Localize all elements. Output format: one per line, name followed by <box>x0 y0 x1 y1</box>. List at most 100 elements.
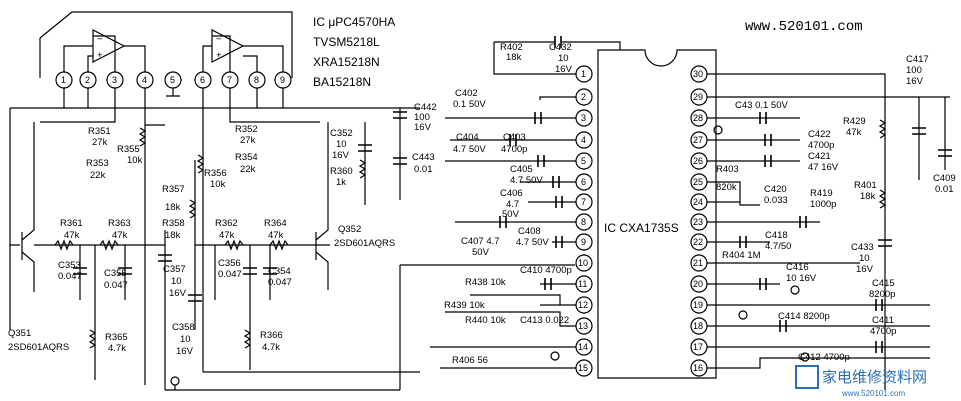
left-capacitors <box>73 111 407 302</box>
label-r354: R354 <box>235 152 258 163</box>
ground-terminal-icon <box>170 376 180 386</box>
resistor-r363 <box>99 239 119 251</box>
svg-text:−: − <box>97 34 103 45</box>
test-point-icon <box>738 310 748 320</box>
capacitor-c356 <box>243 267 257 275</box>
label-c415-value: 8200p <box>869 289 895 300</box>
label-r419-value: 1000p <box>810 199 836 210</box>
label-r402: R402 <box>500 42 523 53</box>
label-c415: C415 <box>872 278 895 289</box>
label-r361-value: 47k <box>64 230 80 241</box>
ic2-pin-label: 7 <box>581 197 586 207</box>
label-c432: C432 <box>549 42 572 53</box>
ic2-left-wiring <box>430 36 621 369</box>
ic2-pin-label: 10 <box>578 258 588 268</box>
label-r357-value: 18k <box>165 202 181 213</box>
label-c358: C358 <box>172 322 195 333</box>
capacitor-c353 <box>73 267 87 275</box>
label-q351: Q351 <box>8 328 31 339</box>
label-r362: R362 <box>215 218 238 229</box>
left-section-wiring <box>9 88 575 391</box>
label-r403-value: 820k <box>716 182 737 193</box>
label-q351-part: 2SD601AQRS <box>8 342 69 353</box>
label-c352-value: 10 <box>336 139 347 150</box>
label-c416: C416 <box>786 262 809 273</box>
label-r401-value: 18k <box>860 191 876 202</box>
label-c418-value: 4.7/50 <box>765 241 791 252</box>
label-c404: C404 <box>456 132 479 143</box>
label-c402-value: 0.1 50V <box>453 99 486 110</box>
left-resistors <box>54 127 367 349</box>
test-point-icon <box>800 352 810 362</box>
label-r355: R355 <box>117 144 140 155</box>
label-c422-value: 4700p <box>808 140 834 151</box>
capacitor-c442 <box>393 111 407 119</box>
ic2-title: IC CXA1735S <box>604 221 679 235</box>
label-r356-value: 10k <box>210 179 226 190</box>
ic1-pin-label: 4 <box>142 75 147 85</box>
label-r440: R440 10k <box>465 315 506 326</box>
capacitor-c352 <box>358 144 372 152</box>
label-c406: C406 <box>500 188 523 199</box>
ic1-pin-label: 7 <box>227 75 232 85</box>
ic2-pin-label: 30 <box>693 69 703 79</box>
label-r404: R404 1M <box>722 250 761 261</box>
label-c432-voltage: 16V <box>555 64 573 75</box>
label-c418: C418 <box>765 230 788 241</box>
ic1-pin-label: 8 <box>254 75 259 85</box>
label-r361: R361 <box>60 218 83 229</box>
label-r429-value: 47k <box>846 127 862 138</box>
capacitor-c355 <box>118 267 132 275</box>
label-c433-voltage: 16V <box>856 264 874 275</box>
resistor-r356 <box>196 154 205 174</box>
ic2-pin-label: 19 <box>693 300 703 310</box>
ic2-pin-label: 21 <box>693 258 703 268</box>
label-c412: C412 4700p <box>798 352 850 363</box>
ic2-pin-label: 2 <box>581 92 586 102</box>
label-r353-value: 22k <box>90 170 106 181</box>
label-r353: R353 <box>86 158 109 169</box>
label-c443-value: 0.01 <box>414 164 433 175</box>
capacitor-c357 <box>158 254 172 262</box>
label-q352: Q352 <box>338 224 361 235</box>
label-c409: C409 <box>933 173 956 184</box>
test-point-icon <box>790 285 800 295</box>
label-c408-value: 4.7 50V <box>516 237 549 248</box>
resistor-r366 <box>243 329 252 349</box>
label-r406: R406 56 <box>452 355 488 366</box>
resistor-r357 <box>188 199 197 219</box>
ic1-title: IC μPC4570HA <box>313 15 395 29</box>
label-c417: C417 <box>906 54 929 65</box>
ic2-pin-label: 8 <box>581 217 586 227</box>
ic2-pin-label: 12 <box>578 300 588 310</box>
label-c357-voltage: 16V <box>169 288 187 299</box>
label-c352: C352 <box>330 128 353 139</box>
capacitor-c358 <box>188 294 202 302</box>
ic2-pin-label: 22 <box>693 237 703 247</box>
ic2-pin-label: 9 <box>581 237 586 247</box>
label-r438: R438 10k <box>465 277 506 288</box>
label-c417-value: 100 <box>906 65 922 76</box>
ic2-pin-label: 29 <box>693 92 703 102</box>
label-r366-value: 4.7k <box>262 342 280 353</box>
ic2-right-pins: 30 29 28 27 26 25 24 23 22 21 20 19 18 1… <box>690 65 708 377</box>
left-labels: C442 100 16V R351 27k R355 10k R353 22k … <box>8 102 437 357</box>
watermark-url: www.520101.com <box>841 389 905 398</box>
label-c406-voltage: 50V <box>502 209 520 220</box>
ic1-pin-label: 3 <box>112 75 117 85</box>
resistor-r360 <box>358 159 367 179</box>
label-c414: C414 8200p <box>778 311 830 322</box>
ic2-pin-label: 17 <box>693 342 703 352</box>
test-point-icon <box>713 125 723 135</box>
ic2-left-pins: 1 2 3 4 5 6 7 8 9 10 11 12 13 14 15 <box>575 65 593 377</box>
ic2-pin-label: 4 <box>581 135 586 145</box>
label-c433: C433 <box>851 242 874 253</box>
ic2-pin-label: 25 <box>693 177 703 187</box>
label-c416-value: 10 16V <box>786 273 817 284</box>
label-c432-value: 10 <box>558 53 569 64</box>
ic2-pin-label: 20 <box>693 279 703 289</box>
label-c354: C354 <box>268 266 291 277</box>
label-c353-value: 0.047 <box>58 271 82 282</box>
ic2-pin-label: 1 <box>581 69 586 79</box>
label-r352-value: 27k <box>240 135 256 146</box>
